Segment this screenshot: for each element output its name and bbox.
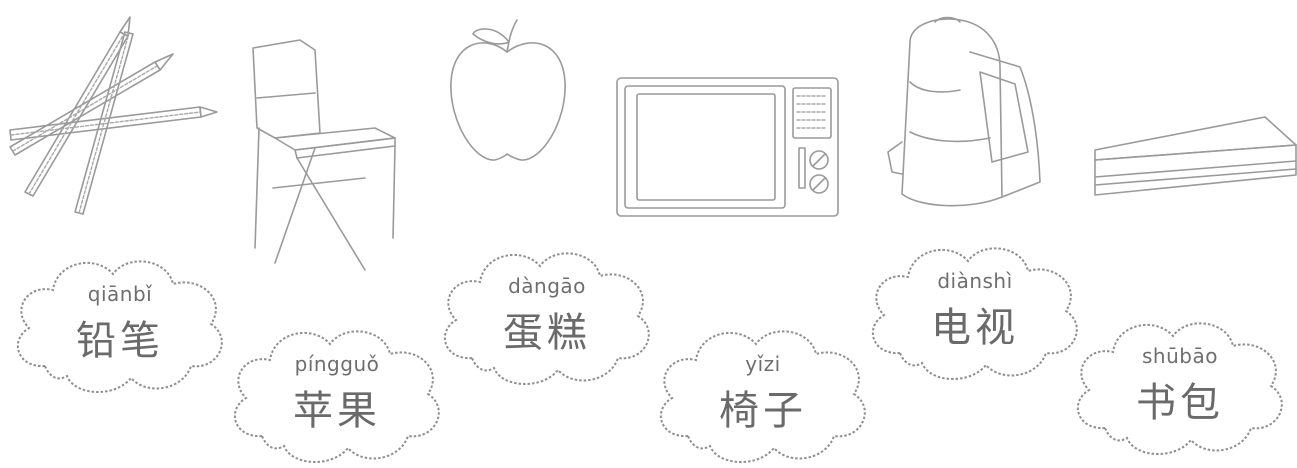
cloud-shape-icon [1077, 322, 1283, 455]
word-cloud: qiānbǐ 铅笔 [5, 248, 235, 398]
backpack-icon [880, 12, 1050, 212]
pencils-icon [5, 12, 220, 217]
pinyin-label: shūbāo [1142, 344, 1218, 368]
pinyin-label: qiānbǐ [87, 282, 153, 306]
hanzi-label: 书包 [1136, 380, 1224, 426]
word-cloud: dàngāo 蛋糕 [432, 240, 662, 390]
pinyin-label: yǐzi [745, 352, 781, 376]
cloud-shape-icon [17, 260, 223, 393]
cloud-shape-icon [872, 247, 1078, 380]
cloud-shape-icon [444, 252, 650, 385]
hanzi-label: 铅笔 [76, 318, 164, 364]
microwave-icon [615, 76, 840, 218]
word-cloud: shūbāo 书包 [1065, 310, 1295, 460]
pinyin-label: diànshì [937, 269, 1013, 293]
chair-icon [245, 38, 405, 273]
pinyin-label: píngguǒ [294, 352, 380, 376]
cloud-shape-icon [660, 330, 866, 463]
word-cloud: diànshì 电视 [860, 235, 1090, 385]
hanzi-label: 电视 [931, 305, 1019, 351]
pinyin-label: dàngāo [508, 274, 586, 298]
hanzi-label: 苹果 [293, 388, 381, 434]
hanzi-label: 蛋糕 [503, 310, 591, 356]
word-cloud: píngguǒ 苹果 [222, 318, 452, 468]
word-cloud: yǐzi 椅子 [648, 318, 878, 468]
cake-slice-icon [1090, 115, 1297, 205]
hanzi-label: 椅子 [719, 388, 807, 434]
cloud-shape-icon [234, 330, 440, 463]
apple-icon [445, 12, 570, 167]
